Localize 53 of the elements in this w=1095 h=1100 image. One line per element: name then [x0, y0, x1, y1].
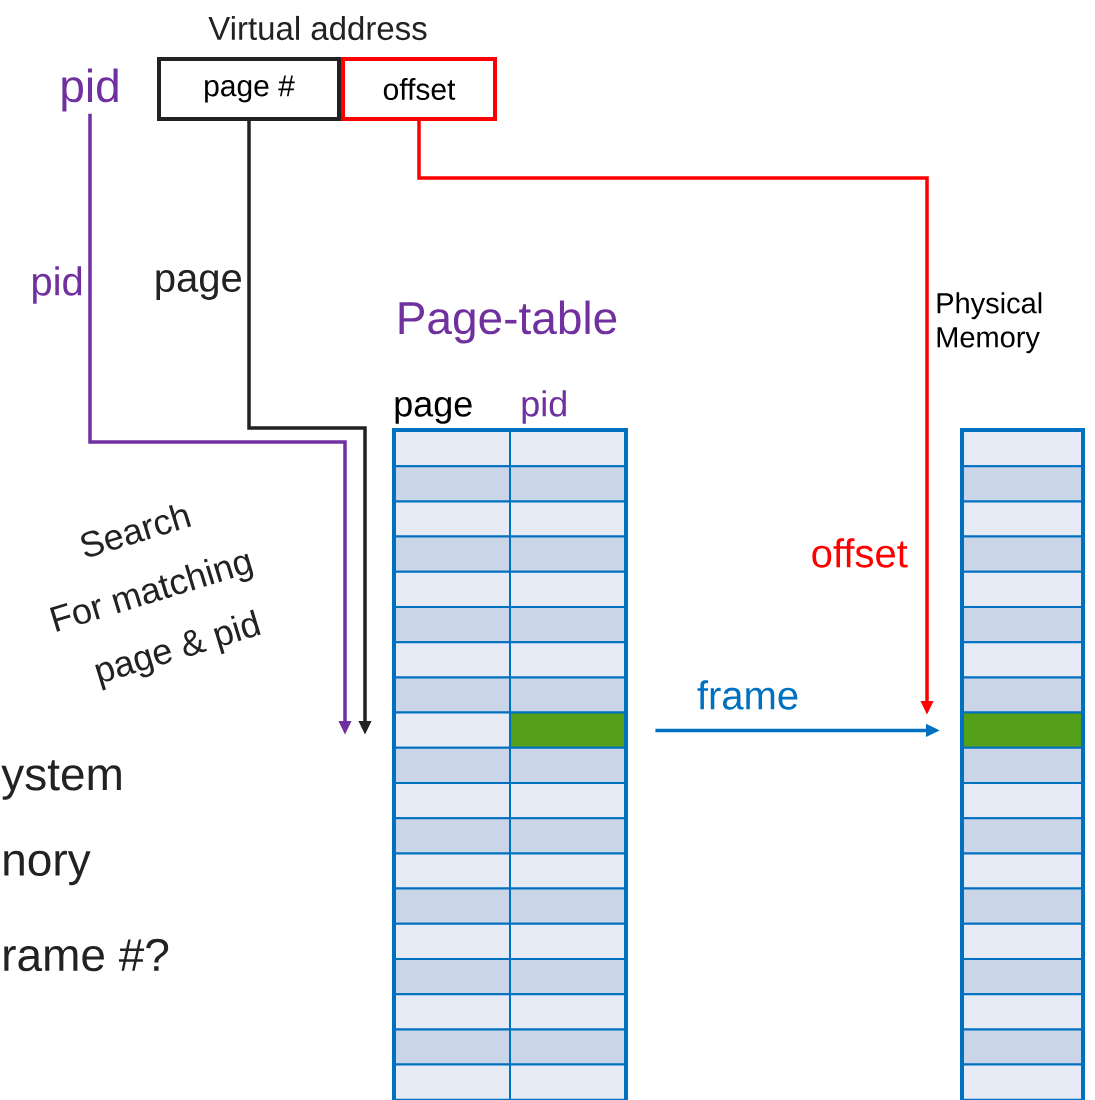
table-row — [394, 465, 626, 503]
edge-label: page — [151, 268, 245, 302]
table-row — [962, 676, 1083, 714]
table-row — [962, 958, 1083, 996]
table-row — [394, 570, 626, 608]
table-row — [394, 852, 626, 890]
node-label: Page-table — [399, 300, 617, 344]
table-row — [962, 1028, 1083, 1066]
table-row — [394, 1063, 626, 1100]
table-row — [394, 993, 626, 1031]
table-row — [962, 746, 1083, 784]
table-row — [394, 606, 626, 644]
table-row — [962, 465, 1083, 503]
table-row — [962, 570, 1083, 608]
table-row — [962, 817, 1083, 855]
table-row — [394, 746, 626, 784]
table-row — [962, 852, 1083, 890]
table-row — [394, 535, 626, 573]
node-label: pid — [522, 390, 566, 424]
table-row — [962, 1063, 1083, 1100]
table-row — [394, 711, 626, 749]
edge-label: offset — [808, 536, 910, 570]
node-label: page — [395, 396, 472, 424]
table-row — [962, 641, 1083, 679]
table-row — [394, 641, 626, 679]
cropped-text: ystem — [1, 760, 121, 800]
pid-label: pid — [62, 68, 118, 112]
cropped-text: nory — [4, 850, 91, 886]
table-row — [962, 993, 1083, 1031]
table-row — [394, 922, 626, 960]
table-row — [394, 1028, 626, 1066]
table-row — [962, 922, 1083, 960]
offset-field: offset — [341, 57, 497, 121]
edge-label: frame — [694, 678, 802, 712]
table-row — [394, 676, 626, 714]
heading: Virtual address — [208, 15, 427, 41]
page-field: page # — [157, 57, 341, 121]
table-row — [394, 782, 626, 820]
table-row — [394, 430, 626, 468]
node-label: Physical Memory — [937, 292, 1042, 354]
table-row — [962, 711, 1083, 749]
table-row — [962, 782, 1083, 820]
table-row — [962, 887, 1083, 925]
table-row — [394, 887, 626, 925]
table-row — [962, 606, 1083, 644]
table-row — [962, 500, 1083, 538]
table-row — [962, 430, 1083, 468]
cropped-text: rame #? — [4, 938, 169, 972]
table-row — [962, 535, 1083, 573]
table-row — [394, 500, 626, 538]
edge-label: pid — [28, 264, 86, 306]
table-row — [394, 958, 626, 996]
table-row — [394, 817, 626, 855]
